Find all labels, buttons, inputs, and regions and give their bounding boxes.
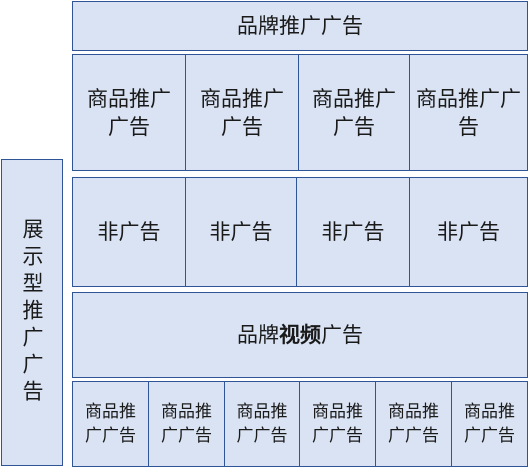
brand-ad-top: 品牌推广广告 [72,1,528,51]
non-ad-label: 非广告 [437,220,500,244]
product-ad-cell-small: 商品推广广告 [299,381,376,467]
brand-video-ad-label-video: 视频 [279,323,321,347]
product-ad-cell-small: 商品推广广告 [72,381,149,467]
product-ad-small-label: 商品推广广告 [312,402,363,446]
product-ad-cell: 商品推广广告 [409,54,528,171]
product-ad-small-label: 商品推广广告 [85,402,136,446]
non-ad-cell: 非广告 [185,177,297,287]
product-ad-cell: 商品推广广告 [185,54,299,171]
brand-ad-label: 品牌推广广告 [237,14,363,38]
non-ad-label: 非广告 [321,220,385,244]
product-ad-cell-small: 商品推广广告 [224,381,300,467]
display-ad-sidebar: 展示型推广广告 [1,159,63,466]
product-ad-cell-small: 商品推广广告 [148,381,225,467]
product-ad-label: 商品推广广告 [200,86,284,139]
product-ad-label: 商品推广广告 [87,86,171,139]
product-ad-small-label: 商品推广广告 [236,402,288,446]
product-ad-cell: 商品推广广告 [72,54,186,171]
display-ad-label: 展示型推广广告 [20,218,44,407]
non-ad-label: 非广告 [209,220,273,244]
brand-video-ad-label-part1: 品牌 [237,323,279,347]
product-ad-cell-small: 商品推广广告 [451,381,528,467]
product-ad-cell: 商品推广广告 [298,54,410,171]
product-ad-small-label: 商品推广广告 [161,402,212,446]
non-ad-cell: 非广告 [72,177,186,287]
brand-video-ad-label: 品牌视频广告 [237,321,363,349]
product-ad-small-label: 商品推广广告 [388,402,439,446]
brand-video-ad: 品牌视频广告 [72,292,528,378]
brand-video-ad-label-part3: 广告 [321,323,363,347]
non-ad-cell: 非广告 [409,177,528,287]
product-ad-cell-small: 商品推广广告 [375,381,452,467]
product-ad-label: 商品推广广告 [312,86,396,139]
product-ad-label: 商品推广广告 [416,86,521,139]
product-ad-small-label: 商品推广广告 [464,402,515,446]
non-ad-label: 非广告 [97,220,161,244]
non-ad-cell: 非广告 [296,177,410,287]
